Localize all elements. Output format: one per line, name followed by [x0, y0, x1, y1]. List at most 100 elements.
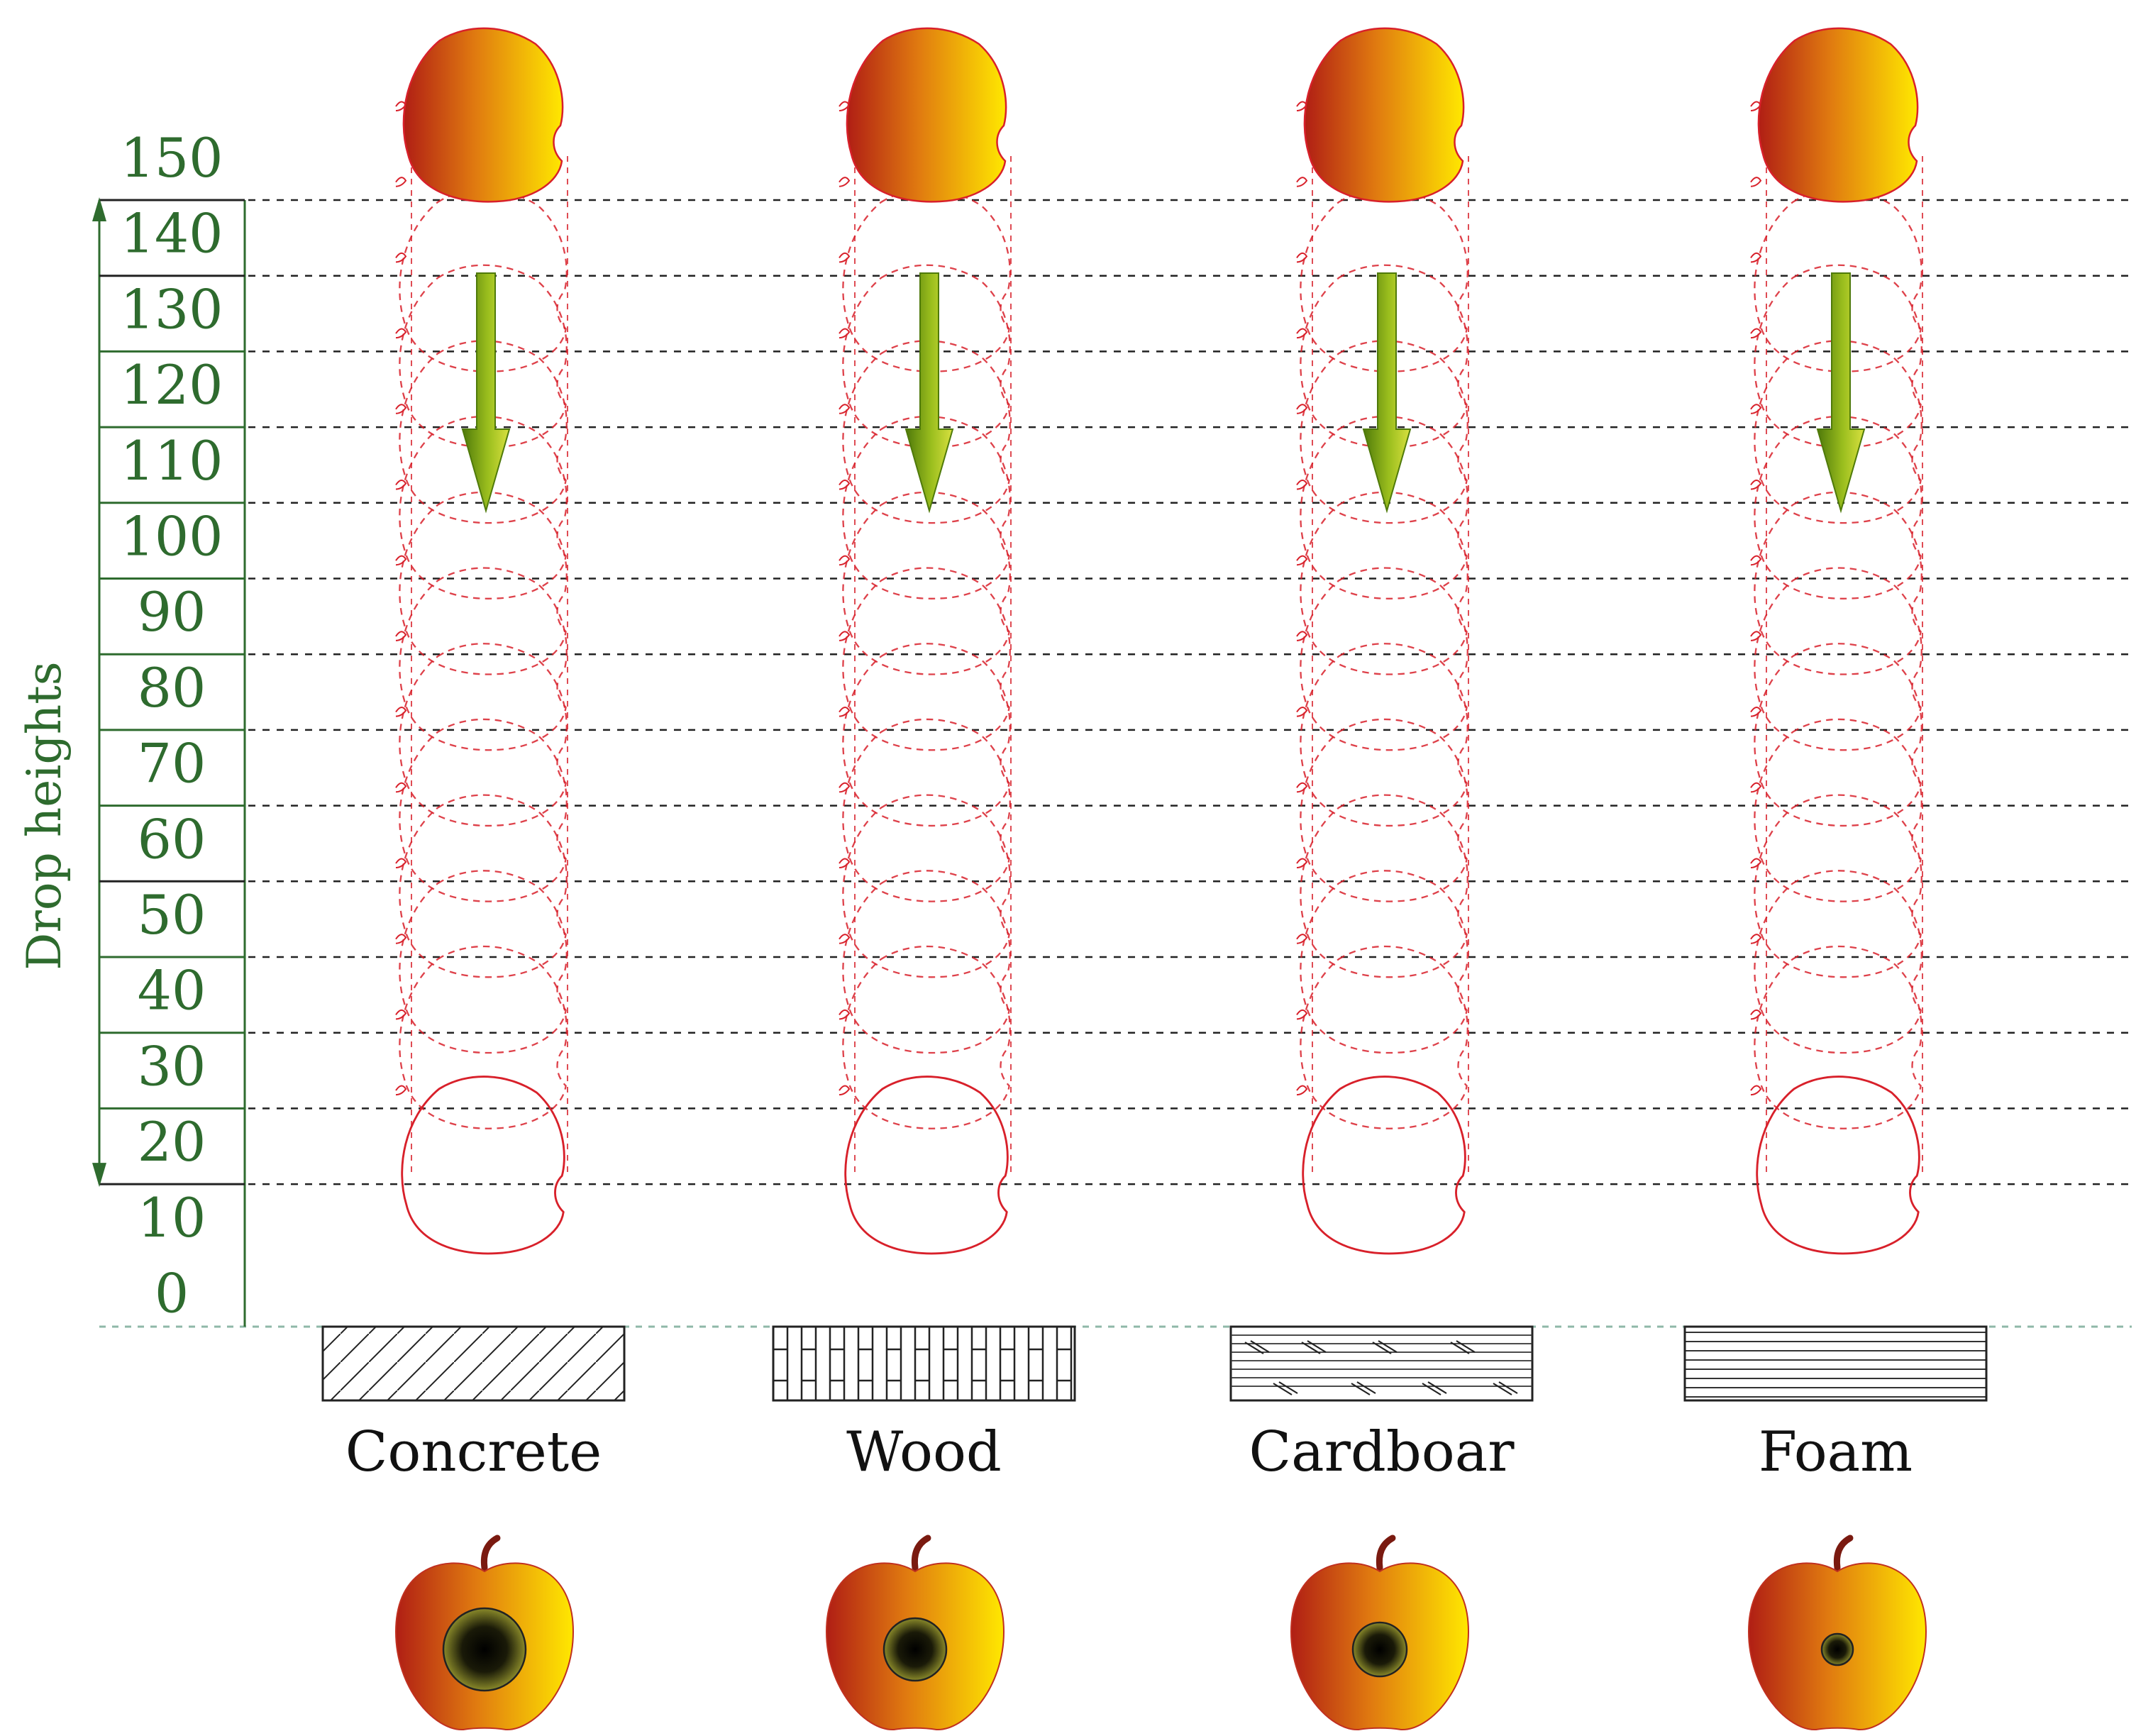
- stem-mark: [1296, 631, 1308, 641]
- stem-mark: [1296, 1085, 1308, 1096]
- height-tick-label: 40: [138, 959, 206, 1022]
- surface-concrete: Concrete: [321, 1325, 626, 1484]
- apple-stem: [1376, 1535, 1396, 1571]
- ghost-apple-outline: [1754, 945, 1922, 1129]
- stem-mark: [839, 480, 851, 490]
- height-tick-label: 120: [120, 353, 223, 416]
- height-tick-label: 100: [120, 505, 223, 568]
- ghost-apple-outline: [399, 567, 568, 751]
- stem-mark: [395, 782, 407, 793]
- surface-swatch: [1229, 1325, 1534, 1402]
- ghost-apple-outline: [1754, 643, 1922, 827]
- ghost-apple-outline: [1754, 718, 1922, 902]
- height-tick-label: 30: [138, 1034, 206, 1098]
- stem-mark: [1750, 707, 1762, 717]
- stem-mark: [1750, 555, 1762, 566]
- height-tick-label: 140: [120, 202, 223, 265]
- surface-label: Concrete: [345, 1420, 602, 1484]
- ghost-apple-outline: [399, 718, 568, 902]
- landed-apple-outline: [844, 1076, 1009, 1255]
- ghost-apple-outline: [842, 794, 1011, 978]
- stem-mark: [1296, 782, 1308, 793]
- stem-mark: [1750, 1085, 1762, 1096]
- bruise-spot: [442, 1607, 527, 1692]
- fall-trajectory-ghosts: [395, 101, 1923, 1178]
- down-arrow-icon: [1362, 272, 1412, 514]
- stem-mark: [395, 631, 407, 641]
- bruise-spot: [1820, 1632, 1854, 1666]
- stem-mark: [395, 934, 407, 944]
- stem-mark: [839, 404, 851, 414]
- surface-swatch: [772, 1325, 1076, 1402]
- stem-mark: [395, 858, 407, 868]
- apple-falling-icon: [846, 27, 1007, 203]
- stem-mark: [1750, 858, 1762, 868]
- ghost-apple-outline: [842, 491, 1011, 675]
- height-tick-label: 130: [120, 277, 223, 341]
- height-tick-label: 20: [138, 1110, 206, 1173]
- down-arrow-icon: [1816, 272, 1866, 514]
- landed-apple-outline: [401, 1076, 565, 1255]
- ghost-apple-outline: [1300, 945, 1468, 1129]
- stem-mark: [1750, 631, 1762, 641]
- height-tick-label: 80: [138, 656, 206, 719]
- apple-falling-icon: [1303, 27, 1465, 203]
- stem-mark: [1296, 707, 1308, 717]
- stem-mark: [1750, 328, 1762, 339]
- ghost-apple-outline: [1300, 718, 1468, 902]
- apple-falling-icon: [1757, 27, 1919, 203]
- ghost-apple-outline: [1300, 643, 1468, 827]
- stem-mark: [1750, 1009, 1762, 1020]
- bruised-apples: [394, 1535, 1927, 1731]
- stem-mark: [1750, 480, 1762, 490]
- surface-cardboar: Cardboar: [1229, 1325, 1534, 1484]
- stem-mark: [839, 1009, 851, 1020]
- surface-swatch: [1683, 1325, 1988, 1402]
- stem-mark: [395, 555, 407, 566]
- stem-mark: [1750, 934, 1762, 944]
- ghost-apple-outline: [842, 870, 1011, 1054]
- ghost-apple-outline: [1300, 870, 1468, 1054]
- stem-mark: [395, 707, 407, 717]
- stem-mark: [1296, 404, 1308, 414]
- ghost-apple-outline: [842, 718, 1011, 902]
- surface-wood: Wood: [772, 1325, 1076, 1484]
- drop-height-axis: 1501401301201101009080706050403020100Dro…: [17, 126, 246, 1327]
- stem-mark: [839, 707, 851, 717]
- stem-mark: [839, 328, 851, 339]
- ghost-apple-outline: [1754, 794, 1922, 978]
- stem-mark: [1296, 480, 1308, 490]
- ghost-apple-outline: [1300, 794, 1468, 978]
- axis-up-arrow-icon: [92, 197, 106, 221]
- bruised-apple-icon: [825, 1535, 1005, 1731]
- axis-down-arrow-icon: [92, 1163, 106, 1188]
- ghost-apple-outline: [1300, 567, 1468, 751]
- height-tick-label: 70: [138, 732, 206, 795]
- apple-falling-icon: [402, 27, 564, 203]
- stem-mark: [839, 555, 851, 566]
- stem-mark: [839, 631, 851, 641]
- stem-mark: [395, 328, 407, 339]
- ghost-apple-outline: [842, 945, 1011, 1129]
- stem-mark: [1296, 858, 1308, 868]
- stem-mark: [1296, 252, 1308, 263]
- down-arrow-icon: [904, 272, 954, 514]
- stem-mark: [395, 480, 407, 490]
- surface-label: Foam: [1759, 1420, 1913, 1484]
- ghost-apple-outline: [399, 945, 568, 1129]
- stem-mark: [1296, 934, 1308, 944]
- ghost-apple-outline: [1754, 567, 1922, 751]
- surface-label: Wood: [846, 1420, 1002, 1484]
- stem-mark: [839, 934, 851, 944]
- ghost-apple-outline: [1754, 491, 1922, 675]
- ghost-apple-outline: [399, 870, 568, 1054]
- apple-columns: [401, 27, 1920, 1255]
- stem-mark: [395, 252, 407, 263]
- stem-mark: [1750, 252, 1762, 263]
- surface-swatch: [321, 1325, 626, 1402]
- down-arrow-icon: [461, 272, 511, 514]
- stem-mark: [1296, 177, 1308, 187]
- stem-mark: [839, 177, 851, 187]
